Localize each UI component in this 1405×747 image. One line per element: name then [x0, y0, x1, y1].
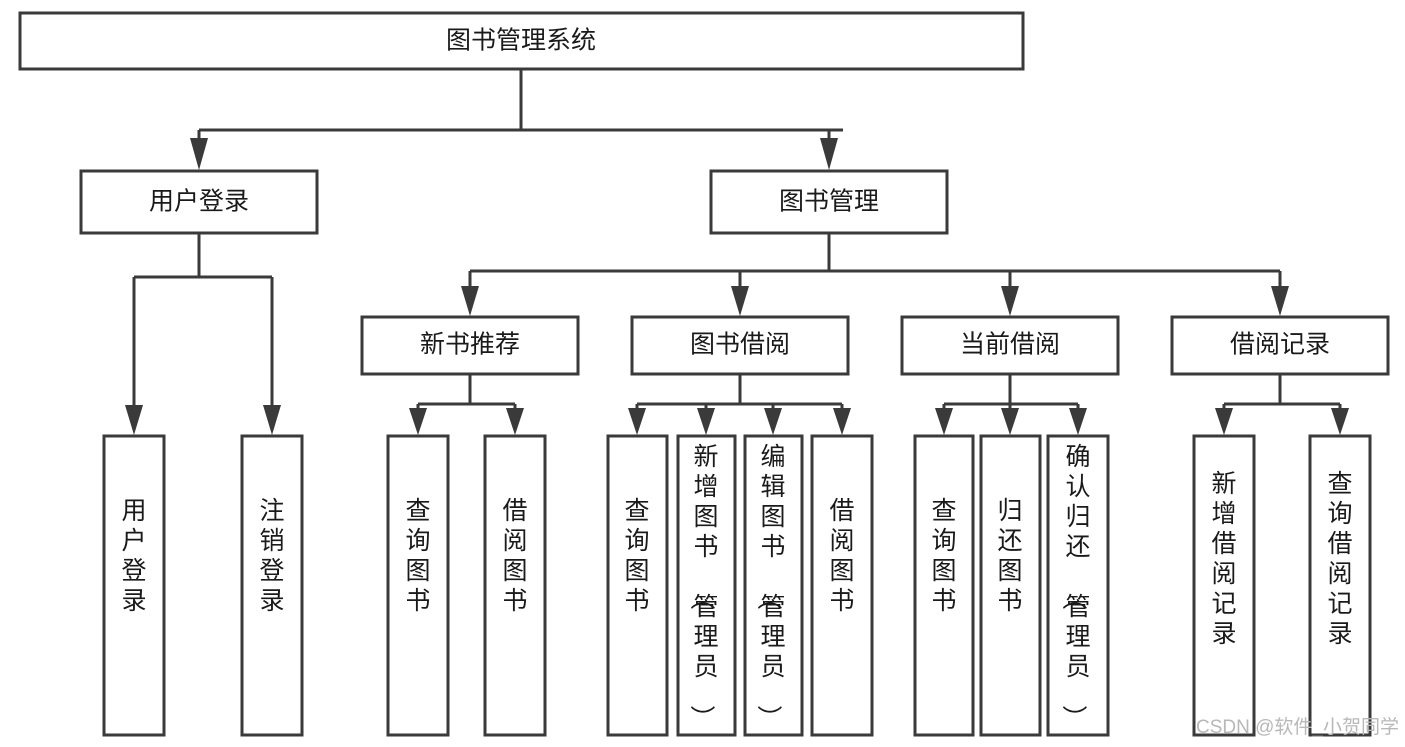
node-query-book-3-box[interactable]	[913, 434, 975, 737]
node-query-book-2-box[interactable]	[606, 434, 669, 737]
node-user-logout-leaf-label: 注销登录	[259, 497, 284, 615]
node-confirm-return-admin-box[interactable]	[1046, 434, 1110, 737]
node-book-management[interactable]: 图书管理	[709, 169, 949, 235]
connector-layer	[125, 69, 1349, 435]
node-add-book-admin-box[interactable]	[676, 434, 737, 737]
node-add-book-admin-label: 新增图书（管理员）	[687, 443, 718, 730]
node-root-box[interactable]	[18, 11, 1025, 71]
node-query-book-1-label: 查询图书	[405, 497, 430, 615]
node-borrow-record[interactable]: 借阅记录	[1170, 315, 1390, 376]
node-borrow-book-2-box[interactable]	[810, 434, 874, 737]
node-add-book-admin[interactable]: 新增图书（管理员）	[676, 434, 737, 737]
node-book-borrow-label: 图书借阅	[690, 331, 790, 359]
node-book-management-box[interactable]	[709, 169, 949, 235]
arrow-head-add-book-admin	[697, 408, 715, 435]
node-edit-book-admin-label: 编辑图书（管理员）	[754, 443, 785, 730]
node-root[interactable]: 图书管理系统	[18, 11, 1025, 71]
arrow-head-query-book-1	[409, 408, 427, 435]
node-add-borrow-record-label: 新增借阅记录	[1211, 470, 1236, 648]
node-query-book-3[interactable]: 查询图书	[913, 434, 975, 737]
node-edit-book-admin[interactable]: 编辑图书（管理员）	[743, 434, 804, 737]
node-borrow-book-2[interactable]: 借阅图书	[810, 434, 874, 737]
node-book-borrow-box[interactable]	[630, 315, 850, 376]
node-borrow-record-label: 借阅记录	[1230, 331, 1330, 359]
arrow-head-user-logout-leaf	[263, 405, 281, 435]
arrow-head-user-login-leaf	[125, 405, 143, 435]
node-query-book-1-box[interactable]	[386, 434, 450, 737]
node-query-book-1[interactable]: 查询图书	[386, 434, 450, 737]
node-current-borrow-label: 当前借阅	[960, 331, 1060, 359]
node-query-borrow-record[interactable]: 查询借阅记录	[1308, 434, 1372, 737]
node-borrow-record-box[interactable]	[1170, 315, 1390, 376]
node-add-borrow-record[interactable]: 新增借阅记录	[1192, 434, 1256, 737]
node-borrow-book-1-label: 借阅图书	[502, 497, 527, 615]
node-user-login-box[interactable]	[79, 169, 319, 235]
node-current-borrow[interactable]: 当前借阅	[900, 315, 1120, 376]
node-user-logout-leaf[interactable]: 注销登录	[240, 434, 304, 737]
node-user-login-leaf-box[interactable]	[102, 434, 166, 737]
node-user-login-leaf[interactable]: 用户登录	[102, 434, 166, 737]
arrow-head-book-borrow	[731, 286, 749, 316]
node-root-label: 图书管理系统	[446, 27, 596, 55]
node-current-borrow-box[interactable]	[900, 315, 1120, 376]
arrow-head-borrow-book-1	[506, 408, 524, 435]
arrow-head-edit-book-admin	[764, 408, 782, 435]
node-user-login-leaf-label: 用户登录	[121, 497, 146, 615]
arrow-head-add-borrow-record	[1215, 408, 1233, 435]
arrow-head-new-book-recommend	[461, 286, 479, 316]
node-edit-book-admin-box[interactable]	[743, 434, 804, 737]
node-return-book-label: 归还图书	[997, 497, 1022, 615]
arrow-head-query-book-3	[935, 408, 953, 435]
arrow-head-query-book-2	[628, 408, 646, 435]
node-borrow-book-1[interactable]: 借阅图书	[483, 434, 547, 737]
arrow-head-borrow-book-2	[833, 408, 851, 435]
node-book-management-label: 图书管理	[779, 188, 879, 216]
node-user-login-label: 用户登录	[149, 188, 249, 216]
node-borrow-book-2-label: 借阅图书	[829, 497, 854, 615]
arrow-head-user-login	[190, 138, 208, 170]
node-new-book-recommend[interactable]: 新书推荐	[360, 315, 580, 376]
node-query-book-2-label: 查询图书	[624, 497, 649, 615]
node-confirm-return-admin-label: 确认归还（管理员）	[1059, 443, 1090, 730]
node-confirm-return-admin[interactable]: 确认归还（管理员）	[1046, 434, 1110, 737]
node-return-book-box[interactable]	[979, 434, 1042, 737]
node-query-borrow-record-box[interactable]	[1308, 434, 1372, 737]
arrow-head-query-borrow-record	[1331, 408, 1349, 435]
node-new-book-recommend-box[interactable]	[360, 315, 580, 376]
node-user-logout-leaf-box[interactable]	[240, 434, 304, 737]
node-query-book-2[interactable]: 查询图书	[606, 434, 669, 737]
watermark-text: CSDN @软件_小贺同学	[1196, 716, 1399, 738]
arrow-head-return-book	[1001, 408, 1019, 435]
arrow-head-confirm-return-admin	[1069, 408, 1087, 435]
node-book-borrow[interactable]: 图书借阅	[630, 315, 850, 376]
node-add-borrow-record-box[interactable]	[1192, 434, 1256, 737]
node-query-borrow-record-label: 查询借阅记录	[1327, 470, 1352, 648]
node-query-book-3-label: 查询图书	[931, 497, 956, 615]
node-user-login[interactable]: 用户登录	[79, 169, 319, 235]
arrow-head-current-borrow	[1001, 286, 1019, 316]
arrow-head-book-management	[820, 138, 838, 170]
node-return-book[interactable]: 归还图书	[979, 434, 1042, 737]
node-new-book-recommend-label: 新书推荐	[420, 331, 520, 359]
arrow-head-borrow-record	[1271, 286, 1289, 316]
node-borrow-book-1-box[interactable]	[483, 434, 547, 737]
